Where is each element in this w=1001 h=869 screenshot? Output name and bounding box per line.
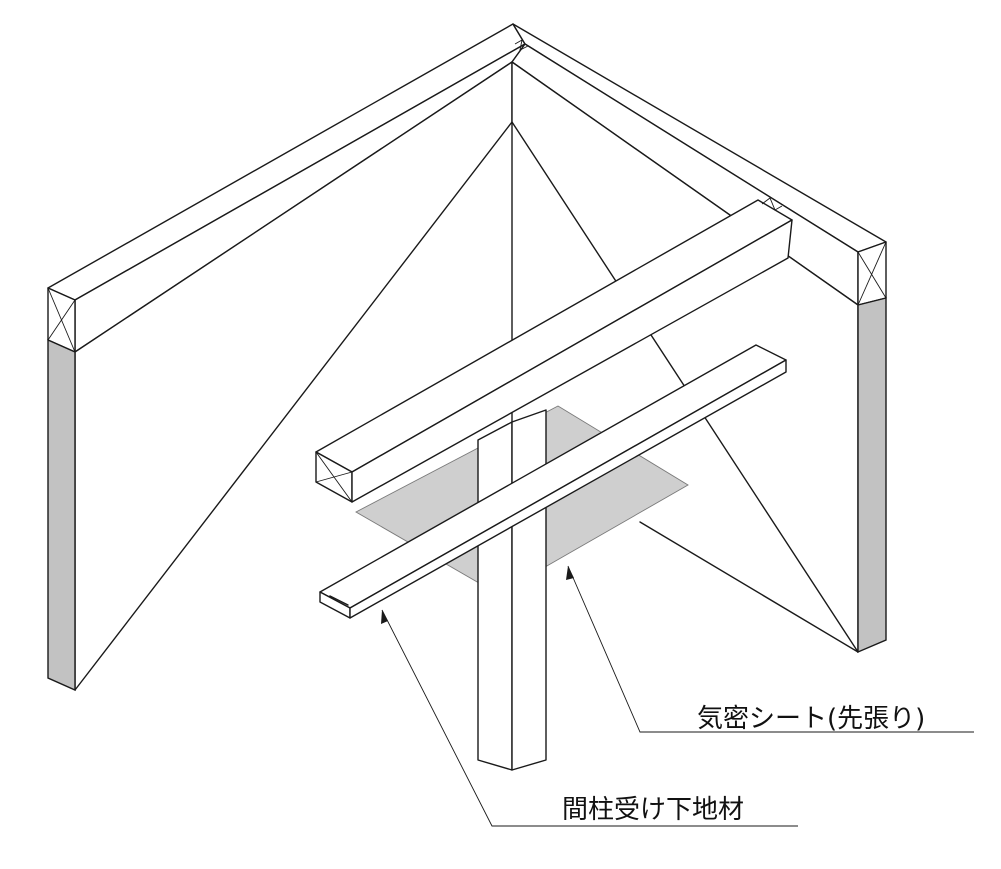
stud-support-board — [319, 344, 787, 619]
left-post-hatch — [47, 338, 76, 692]
stud-post — [477, 409, 547, 771]
upper-beam — [315, 197, 793, 503]
stud-support-label: 間柱受け下地材 — [562, 795, 744, 825]
right-post-hatch — [857, 297, 887, 654]
left-wall — [47, 23, 526, 692]
airtight-sheet-label: 気密シート(先張り) — [697, 704, 925, 734]
leader-lines — [381, 565, 974, 827]
